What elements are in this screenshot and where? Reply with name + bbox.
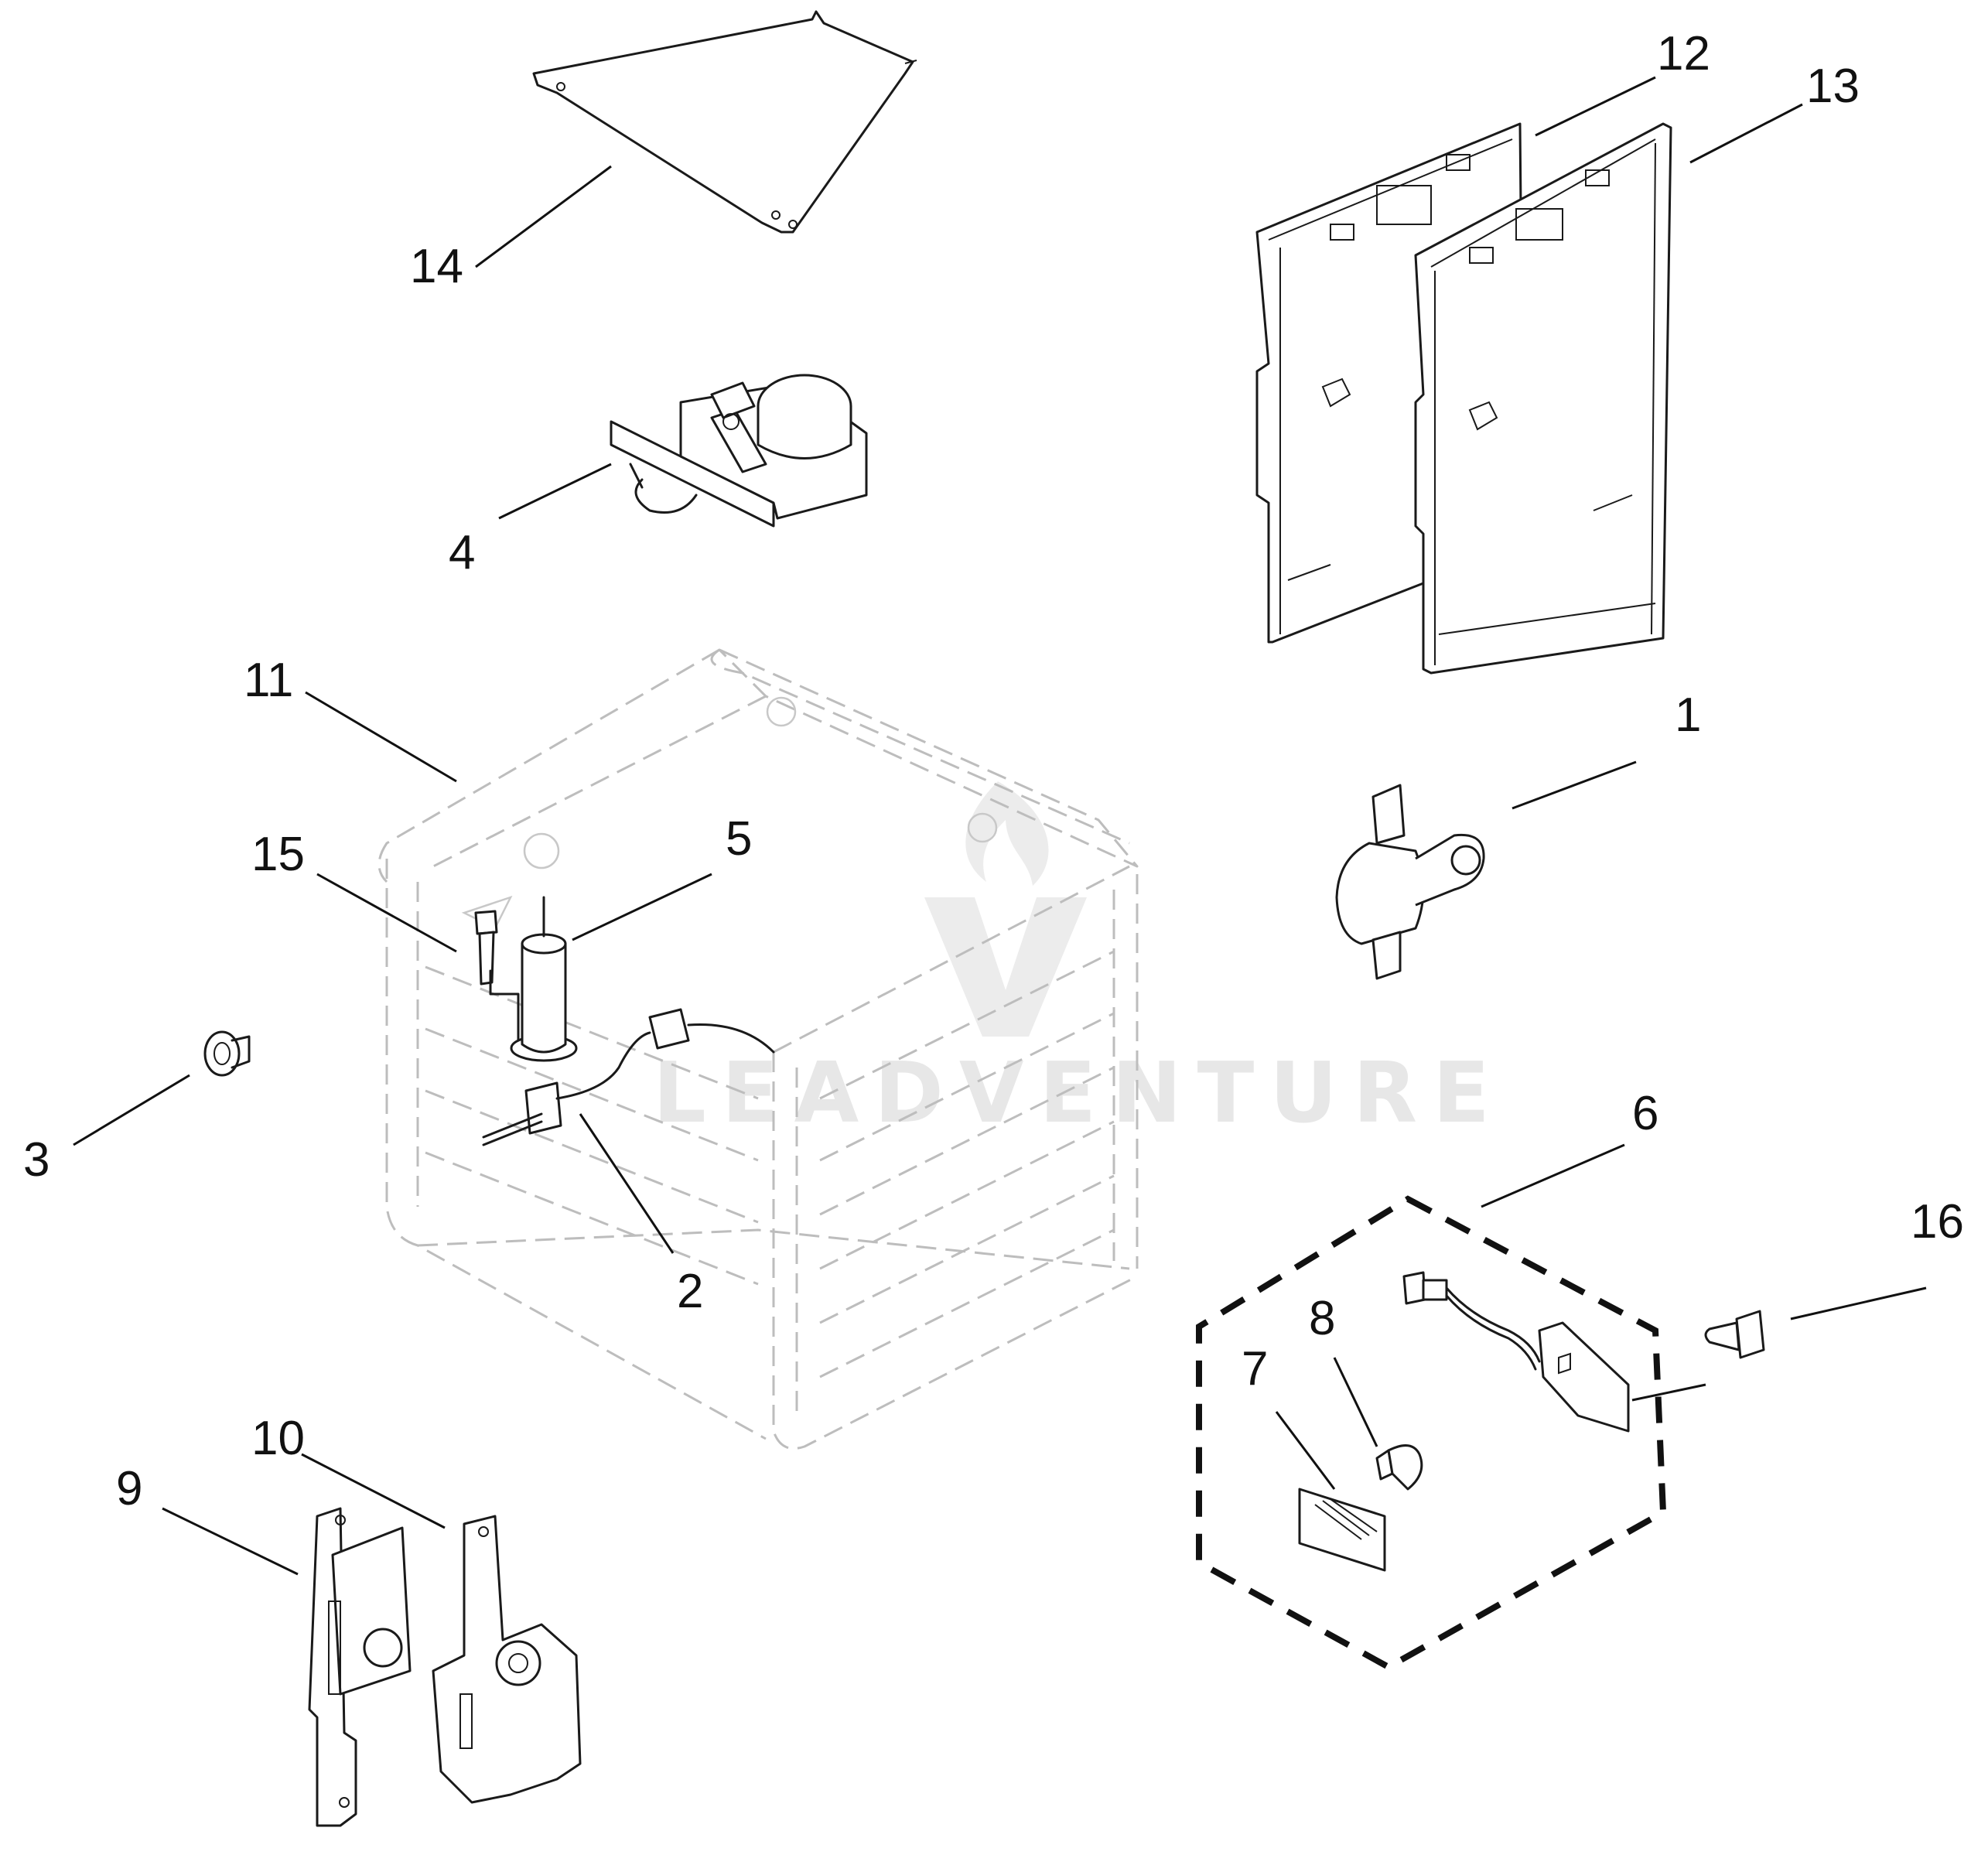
callout-9: 9 (116, 1462, 142, 1515)
part-13-panel (1414, 122, 1672, 675)
callout-11: 11 (244, 654, 293, 707)
watermark: LEADVENTURE (653, 781, 1505, 1142)
callout-6: 6 (1632, 1087, 1658, 1140)
leader-lines (73, 76, 1927, 1576)
callout-8: 8 (1309, 1292, 1335, 1345)
callout-3: 3 (23, 1133, 50, 1187)
callout-14: 14 (410, 240, 463, 293)
part-9-hinge (308, 1507, 412, 1827)
callout-15: 15 (251, 828, 305, 881)
part-1-switch (1335, 784, 1485, 980)
part-11-oven-cavity (377, 648, 1139, 1450)
callout-5: 5 (726, 812, 752, 866)
watermark-text: LEADVENTURE (653, 1045, 1505, 1142)
part-14-plate (532, 10, 917, 234)
watermark-logo-icon (924, 781, 1087, 1037)
part-2-temp-probe (482, 1008, 775, 1146)
callout-7: 7 (1242, 1342, 1268, 1396)
part-4-latch-assembly (610, 374, 868, 528)
callout-10: 10 (251, 1412, 305, 1465)
part-3-knob (203, 1030, 251, 1077)
part-8-bulb (1375, 1444, 1423, 1491)
part-6-light-assembly (1196, 1195, 1706, 1671)
callout-1: 1 (1675, 688, 1701, 742)
part-15-screw (474, 910, 520, 1046)
callout-2: 2 (677, 1265, 703, 1318)
callout-labels: 1 2 3 4 5 6 7 8 9 10 11 12 13 14 15 16 (23, 27, 1964, 1515)
callout-13: 13 (1806, 60, 1860, 113)
part-10-hinge (432, 1515, 582, 1804)
part-5-sensor-sleeve (510, 896, 578, 1062)
callout-12: 12 (1657, 27, 1710, 80)
part-7-lens (1298, 1488, 1386, 1572)
part-16-screw (1704, 1310, 1765, 1359)
callout-16: 16 (1911, 1195, 1964, 1249)
dashed-group-outline (1196, 1195, 1667, 1671)
callout-4: 4 (449, 526, 475, 579)
